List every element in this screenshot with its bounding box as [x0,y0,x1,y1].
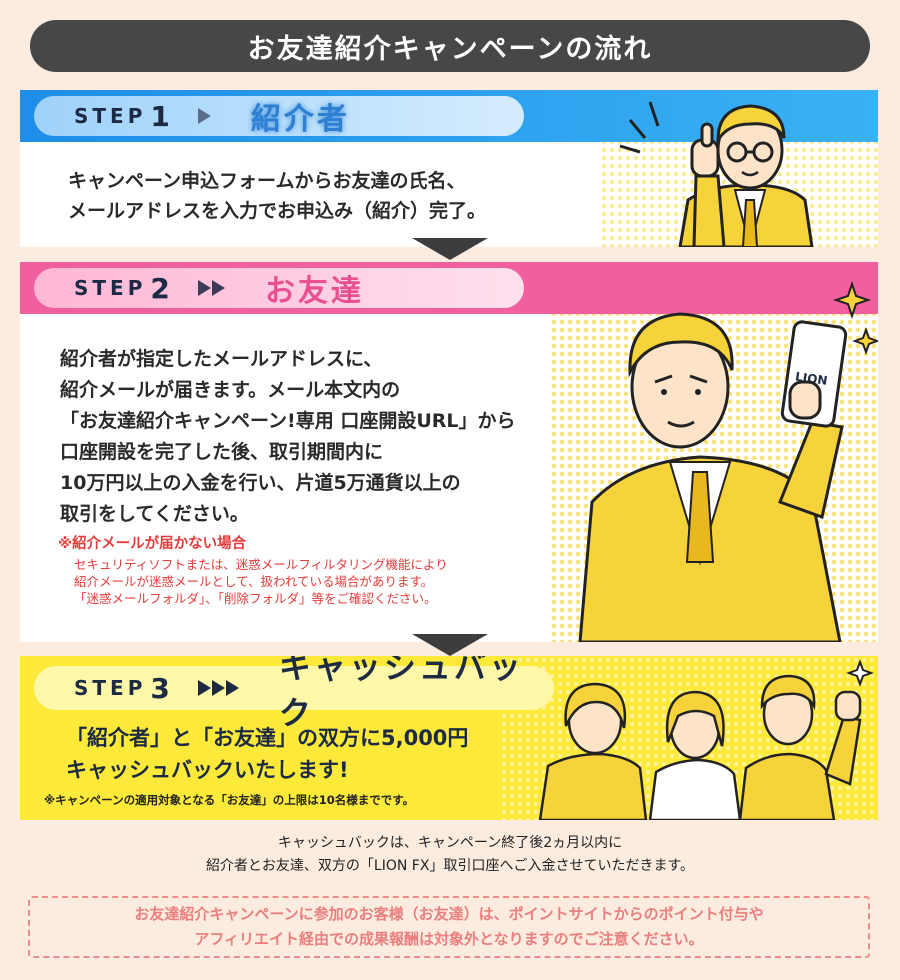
notice-line: 「迷惑メールフォルダ」、「削除フォルダ」等をご確認ください。 [74,591,437,606]
caution-box: お友達紹介キャンペーンに参加のお客様（お友達）は、ポイントサイトからのポイント付… [28,896,870,958]
step2-to-step3-arrow-icon [412,634,488,656]
step3-number: 3 [150,671,170,705]
caution-line: お友達紹介キャンペーンに参加のお客様（お友達）は、ポイントサイトからのポイント付… [134,905,764,923]
step1-title: 紹介者 [250,102,350,137]
step3-limit-note: ※キャンペーンの適用対象となる「お友達」の上限は10名様までです。 [44,793,415,807]
step3-arrows-icon [197,680,239,696]
step2-line: 「お友達紹介キャンペーン!専用 口座開設URL」から [60,410,516,432]
step3-label-pill: STEP 3 キャッシュバック [34,656,554,732]
step2-word: STEP [74,276,147,300]
footer-line: 紹介者とお友達、双方の「LION FX」取引口座へご入金させていただきます。 [205,858,695,874]
step2-card: STEP 2 お友達 LION FX 紹介者が指定したメールアドレスに、 紹介メ… [20,262,878,642]
campaign-flow-banner: お友達紹介キャンペーンの流れ [30,20,870,72]
notice-title: ※紹介メールが届かない場合 [58,536,247,552]
notice-line: セキュリティソフトまたは、迷惑メールフィルタリング機能により [74,557,448,572]
step2-number: 2 [150,271,170,305]
step3-line: キャッシュバックいたします! [66,758,349,782]
thumbs-up-man-illustration [600,101,878,247]
notice-body: セキュリティソフトまたは、迷惑メールフィルタリング機能により 紹介メールが迷惑メ… [74,556,448,607]
step2-line: 紹介者が指定したメールアドレスに、 [60,348,383,370]
step2-label-pill: STEP 2 お友達 [34,268,524,309]
step1-line: メールアドレスを入力でお申込み（紹介）完了。 [68,200,487,222]
step2-arrows-icon [197,280,225,296]
step3-word: STEP [74,676,147,700]
step1-description: キャンペーン申込フォームからお友達の氏名、 メールアドレスを入力でお申込み（紹介… [68,166,486,226]
step1-word: STEP [74,104,147,128]
phone-holding-man-illustration: LION FX [550,280,878,642]
step2-description: 紹介者が指定したメールアドレスに、 紹介メールが届きます。メール本文内の 「お友… [60,344,516,530]
step3-line: 「紹介者」と「お友達」の双方に5,000円 [66,726,469,750]
step2-line: 10万円以上の入金を行い、片道5万通貨以上の [60,472,461,494]
footer-line: キャッシュバックは、キャンペーン終了後2ヵ月以内に [277,835,623,851]
three-people-illustration [500,656,878,820]
caution-line: アフィリエイト経由での成果報酬は対象外となりますのでご注意ください。 [194,930,704,948]
step1-arrow-icon [197,108,211,124]
banner-title: お友達紹介キャンペーンの流れ [247,33,653,65]
step1-card: STEP 1 紹介者 キャンペーン申込フォームからお友達の氏名、 メールアドレス… [20,90,878,247]
step2-line: 口座開設を完了した後、取引期間内に [60,441,384,463]
step3-title: キャッシュバック [278,656,524,732]
step1-to-step2-arrow-icon [412,238,488,260]
step1-number: 1 [150,99,170,133]
step1-label-pill: STEP 1 紹介者 [34,96,524,137]
step2-line: 取引をしてください。 [60,503,249,525]
step2-line: 紹介メールが届きます。メール本文内の [60,379,401,401]
step3-card: STEP 3 キャッシュバック 「紹介者」と「お友達」の双方に5,000円 キャ… [20,656,878,820]
notice-line: 紹介メールが迷惑メールとして、扱われている場合があります。 [74,574,434,589]
step2-header: STEP 2 お友達 [20,262,878,314]
step3-description: 「紹介者」と「お友達」の双方に5,000円 キャッシュバックいたします! [66,722,468,786]
step2-title: お友達 [264,274,364,309]
step1-line: キャンペーン申込フォームからお友達の氏名、 [68,170,466,192]
cashback-timing-note: キャッシュバックは、キャンペーン終了後2ヵ月以内に 紹介者とお友達、双方の「LI… [0,832,900,878]
